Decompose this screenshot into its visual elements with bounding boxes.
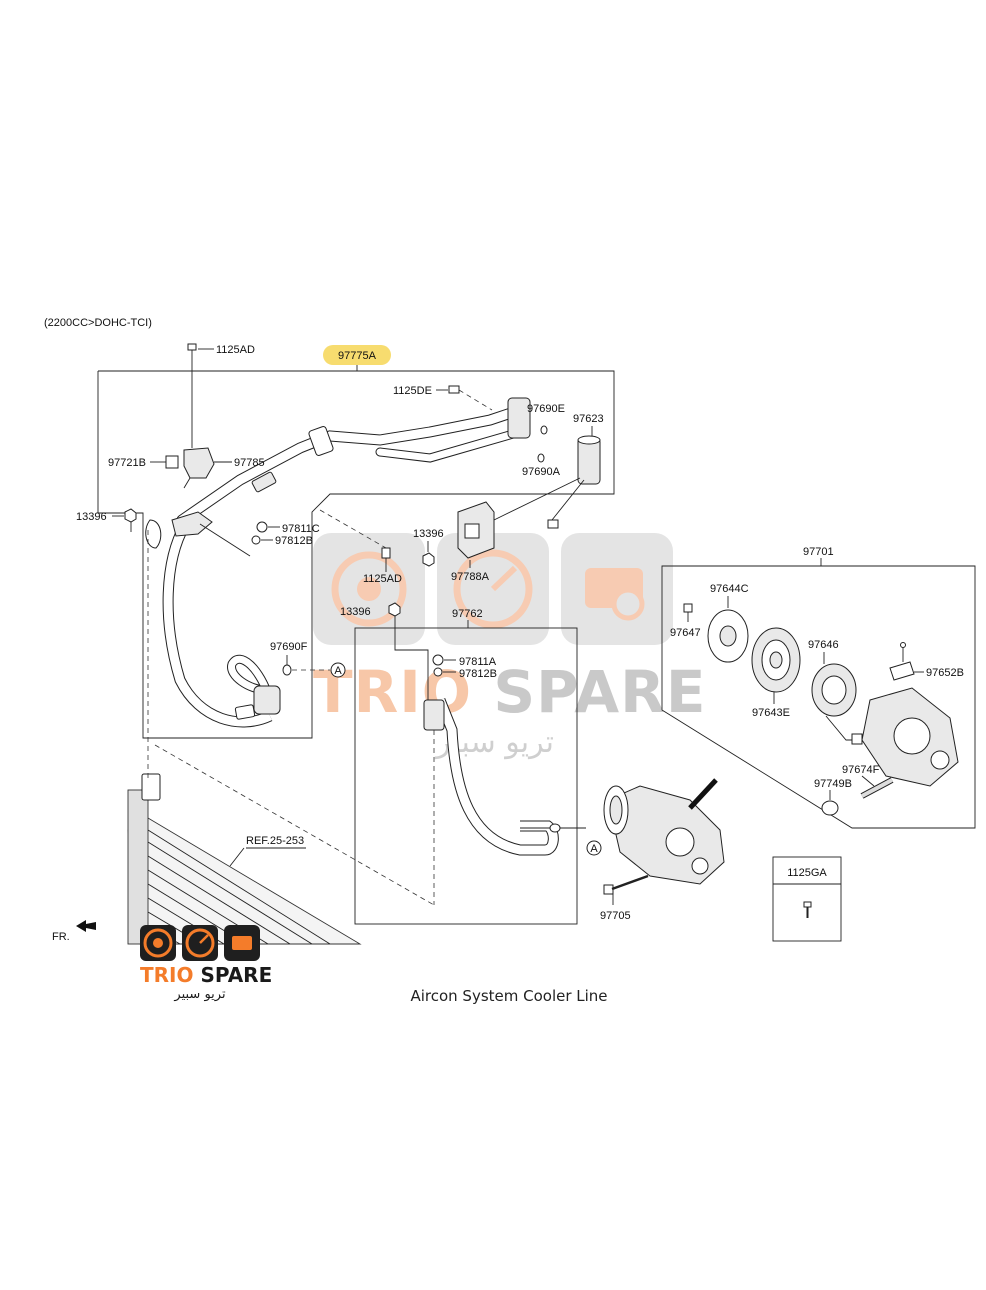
bracket-97652B[interactable] <box>889 661 915 681</box>
label-97674F: 97674F <box>842 764 880 776</box>
oring-97749B[interactable] <box>821 800 839 816</box>
nut-13396-c[interactable] <box>388 602 401 617</box>
label-97652B: 97652B <box>926 667 964 679</box>
bolt-1125GA[interactable] <box>803 901 812 918</box>
label-97623: 97623 <box>573 413 604 425</box>
ref-circle-A-upper[interactable] <box>330 662 346 678</box>
label-97812B-a: 97812B <box>275 535 313 547</box>
nut-13396-b[interactable] <box>422 552 435 567</box>
label-97788A: 97788A <box>451 571 490 583</box>
hose-discharge-left[interactable] <box>145 511 281 728</box>
label-front: FR. <box>52 931 70 943</box>
oring-97690A[interactable] <box>537 453 545 463</box>
watermark-brand: TRIO SPARE <box>313 658 706 726</box>
logo-gauge-icon <box>185 928 215 958</box>
box-1125GA <box>772 856 842 942</box>
label-97643E: 97643E <box>752 707 790 719</box>
label-13396-a: 13396 <box>76 511 107 523</box>
sensor-97674F[interactable] <box>860 777 894 799</box>
bolt-1125DE[interactable] <box>448 385 460 394</box>
receiver-97623[interactable] <box>577 437 601 485</box>
label-97749B: 97749B <box>814 778 852 790</box>
watermark: TRIO SPARE تريو سبير <box>313 533 706 760</box>
label-97690F: 97690F <box>270 641 308 653</box>
bolt-97647[interactable] <box>683 603 693 613</box>
arrow-compressor <box>688 778 718 810</box>
watermark-speaker-icon <box>331 551 407 627</box>
logo-engine-icon <box>232 936 252 950</box>
oring-97811A[interactable] <box>432 654 444 666</box>
label-97812B-b: 97812B <box>459 668 497 680</box>
clip-97721B[interactable] <box>165 455 179 469</box>
compressor-body-97701[interactable] <box>861 687 959 787</box>
ref-circle-A-lower-label: A <box>590 843 598 855</box>
compressor-main[interactable] <box>603 785 725 885</box>
label-97721B: 97721B <box>108 457 146 469</box>
pulley-97643E[interactable] <box>751 627 801 693</box>
engine-note: (2200CC>DOHC-TCI) <box>44 317 152 329</box>
bracket-97788A[interactable] <box>457 501 495 559</box>
hose-suction-lower[interactable] <box>423 697 559 905</box>
label-1125DE: 1125DE <box>393 385 432 397</box>
pipe-upper-suction[interactable] <box>176 397 531 526</box>
oring-97812B-a[interactable] <box>251 535 261 545</box>
oring-97812B-b[interactable] <box>433 667 443 677</box>
label-13396-c: 13396 <box>340 606 371 618</box>
label-1125AD-mid: 1125AD <box>363 573 402 585</box>
label-97647: 97647 <box>670 627 701 639</box>
oring-97690E[interactable] <box>540 425 548 435</box>
front-arrow-icon <box>76 920 96 932</box>
ref-circle-A-lower[interactable] <box>586 840 602 856</box>
condenser[interactable] <box>127 773 362 945</box>
bolt-97705[interactable] <box>603 874 649 895</box>
oring-lower[interactable] <box>549 823 561 833</box>
bracket-97785[interactable] <box>183 447 215 489</box>
clutch-plate-97644C[interactable] <box>707 609 749 663</box>
assembly-frame-97701 <box>661 565 976 829</box>
logo-brand: TRIO SPARE <box>140 963 272 987</box>
bolt-1125AD-mid[interactable] <box>381 547 391 559</box>
label-97690E: 97690E <box>527 403 565 415</box>
label-ref-25-253[interactable]: REF.25-253 <box>246 835 304 847</box>
ref-circle-A-upper-label: A <box>334 665 342 677</box>
label-97811C: 97811C <box>282 523 320 535</box>
label-97705: 97705 <box>600 910 631 922</box>
label-97701: 97701 <box>803 546 834 558</box>
highlight-badge[interactable] <box>323 345 391 365</box>
assembly-frame-97775A <box>97 370 615 739</box>
bolt-receiver[interactable] <box>547 519 559 529</box>
label-13396-b: 13396 <box>413 528 444 540</box>
logo-brand-arabic: تريو سبير <box>173 987 226 1002</box>
logo-speaker-icon <box>143 928 173 958</box>
assembly-frame-97762 <box>354 627 578 925</box>
watermark-gauge-icon <box>453 549 533 629</box>
label-97762: 97762 <box>452 608 483 620</box>
label-97811A: 97811A <box>459 656 497 668</box>
label-97690A: 97690A <box>522 466 561 478</box>
coil-97646[interactable] <box>811 663 863 745</box>
nut-13396-a[interactable] <box>124 508 137 523</box>
brand-logo: TRIO SPARE تريو سبير <box>140 925 272 1002</box>
oring-97811C[interactable] <box>256 521 268 533</box>
bolt-1125AD-top[interactable] <box>187 343 197 448</box>
bolt-97652B[interactable] <box>900 642 906 648</box>
label-1125AD-top: 1125AD <box>216 344 255 356</box>
label-97644C: 97644C <box>710 583 749 595</box>
highlight-part-number[interactable]: 97775A <box>338 350 377 362</box>
label-1125GA: 1125GA <box>787 867 827 879</box>
diagram-caption: Aircon System Cooler Line <box>410 987 607 1005</box>
oring-97690F[interactable] <box>282 664 292 676</box>
label-97785: 97785 <box>234 457 265 469</box>
label-97646: 97646 <box>808 639 839 651</box>
